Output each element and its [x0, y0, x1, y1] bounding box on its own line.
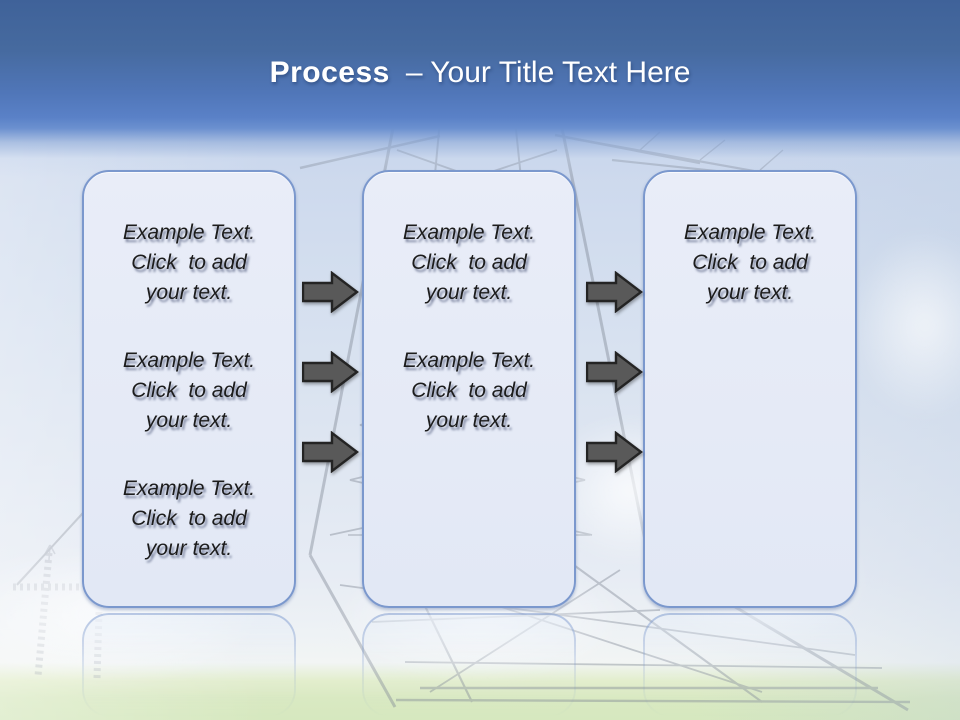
- text-placeholder[interactable]: Example Text. Click to add your text.: [402, 349, 536, 432]
- text-placeholder[interactable]: Example Text. Click to add your text.: [122, 221, 256, 304]
- right-arrow-icon: [586, 351, 643, 393]
- text-placeholder[interactable]: Example Text. Click to add your text.: [683, 221, 817, 304]
- box-reflection: [82, 613, 296, 717]
- process-box-1[interactable]: Example Text. Click to add your text. Ex…: [82, 170, 296, 608]
- right-arrow-icon: [586, 431, 643, 473]
- title-text: – Your Title Text Here: [405, 56, 691, 89]
- text-placeholder[interactable]: Example Text. Click to add your text.: [402, 221, 536, 304]
- text-placeholder[interactable]: Example Text. Click to add your text.: [122, 349, 256, 432]
- right-arrow-icon: [586, 271, 643, 313]
- right-arrow-icon: [302, 431, 359, 473]
- title-keyword: Process: [269, 56, 390, 89]
- process-box-3[interactable]: Example Text. Click to add your text.: [643, 170, 857, 608]
- right-arrow-icon: [302, 351, 359, 393]
- process-box-2[interactable]: Example Text. Click to add your text. Ex…: [362, 170, 576, 608]
- slide-title: Process – Your Title Text Here: [0, 52, 960, 94]
- cloud: [850, 230, 960, 420]
- right-arrow-icon: [302, 271, 359, 313]
- box-reflection: [362, 613, 576, 717]
- text-placeholder[interactable]: Example Text. Click to add your text.: [122, 477, 256, 560]
- box-reflection: [643, 613, 857, 717]
